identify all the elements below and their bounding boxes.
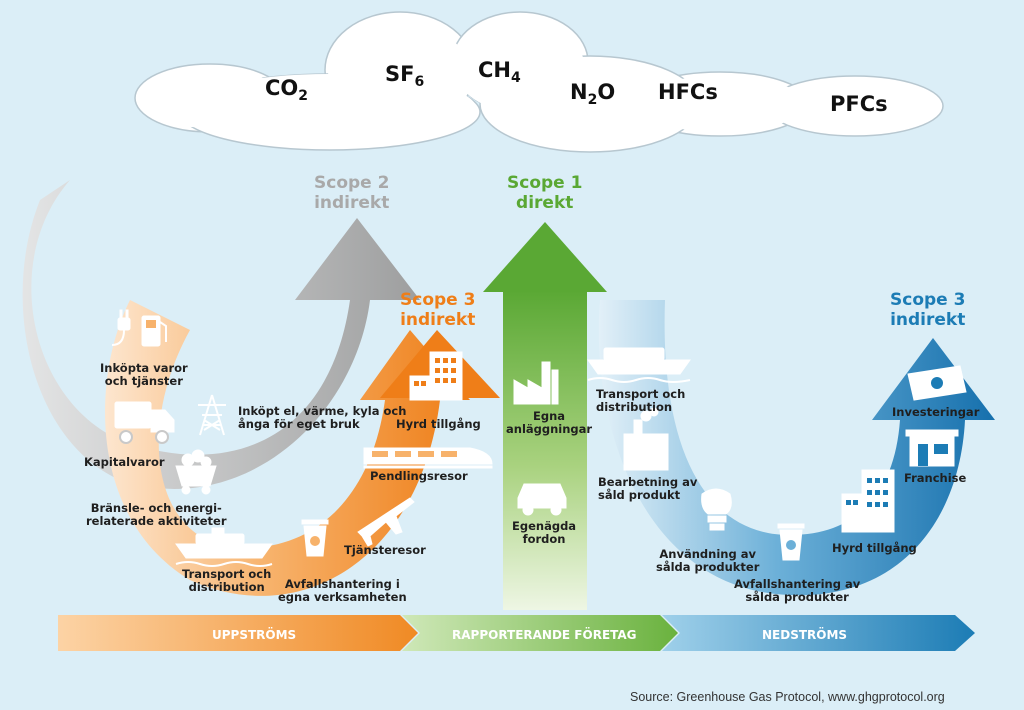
bar-label-reporting: RAPPORTERANDE FÖRETAG bbox=[452, 628, 637, 642]
label-investments: Investeringar bbox=[892, 405, 980, 419]
gas-pfcs: PFCs bbox=[830, 92, 888, 116]
label-business-travel: Tjänsteresor bbox=[344, 543, 426, 557]
ship-icon-downstream bbox=[587, 347, 691, 383]
train-icon bbox=[363, 447, 493, 469]
office-building-icon-downstream bbox=[841, 469, 895, 533]
fuel-pump-icon bbox=[141, 315, 167, 347]
store-icon bbox=[905, 429, 959, 467]
label-commuting: Pendlingsresor bbox=[370, 469, 468, 483]
light-bulb-icon bbox=[701, 488, 732, 531]
gas-co2: CO2 bbox=[265, 76, 309, 105]
scope2-arrow bbox=[22, 180, 421, 489]
factory-icon-downstream bbox=[623, 407, 669, 471]
airplane-icon bbox=[357, 497, 415, 547]
office-building-icon-upstream bbox=[409, 351, 463, 401]
scope1-arrow bbox=[483, 222, 607, 610]
coal-cart-icon bbox=[175, 449, 217, 495]
gas-n2o: N2O bbox=[570, 80, 616, 109]
label-downstream-leased-assets: Hyrd tillgång bbox=[832, 541, 917, 555]
gas-sf6: SF6 bbox=[385, 62, 425, 91]
label-fuel-energy: Bränsle- och energi-relaterade aktivitet… bbox=[86, 501, 227, 528]
value-chain-bar bbox=[58, 615, 975, 651]
bar-label-downstream: NEDSTRÖMS bbox=[762, 628, 848, 642]
source-credit: Source: Greenhouse Gas Protocol, www.ghg… bbox=[630, 690, 945, 704]
ship-icon-upstream bbox=[175, 527, 273, 567]
bar-label-upstream: UPPSTRÖMS bbox=[212, 628, 297, 642]
label-upstream-leased-assets: Hyrd tillgång bbox=[396, 417, 481, 431]
factory-icon bbox=[513, 361, 559, 405]
label-franchise: Franchise bbox=[904, 471, 967, 485]
scope3-downstream-arrow bbox=[598, 300, 995, 596]
gas-ch4: CH4 bbox=[478, 58, 521, 87]
gas-hfcs: HFCs bbox=[658, 80, 718, 104]
car-icon bbox=[517, 483, 567, 516]
power-pylon-icon bbox=[198, 394, 226, 436]
banknote-icon bbox=[907, 365, 967, 401]
recycling-bin-icon-downstream bbox=[777, 523, 805, 561]
plug-icon bbox=[111, 309, 131, 346]
label-capital-goods: Kapitalvaror bbox=[84, 455, 165, 469]
truck-icon bbox=[114, 401, 175, 444]
recycling-bin-icon-upstream bbox=[301, 519, 329, 557]
